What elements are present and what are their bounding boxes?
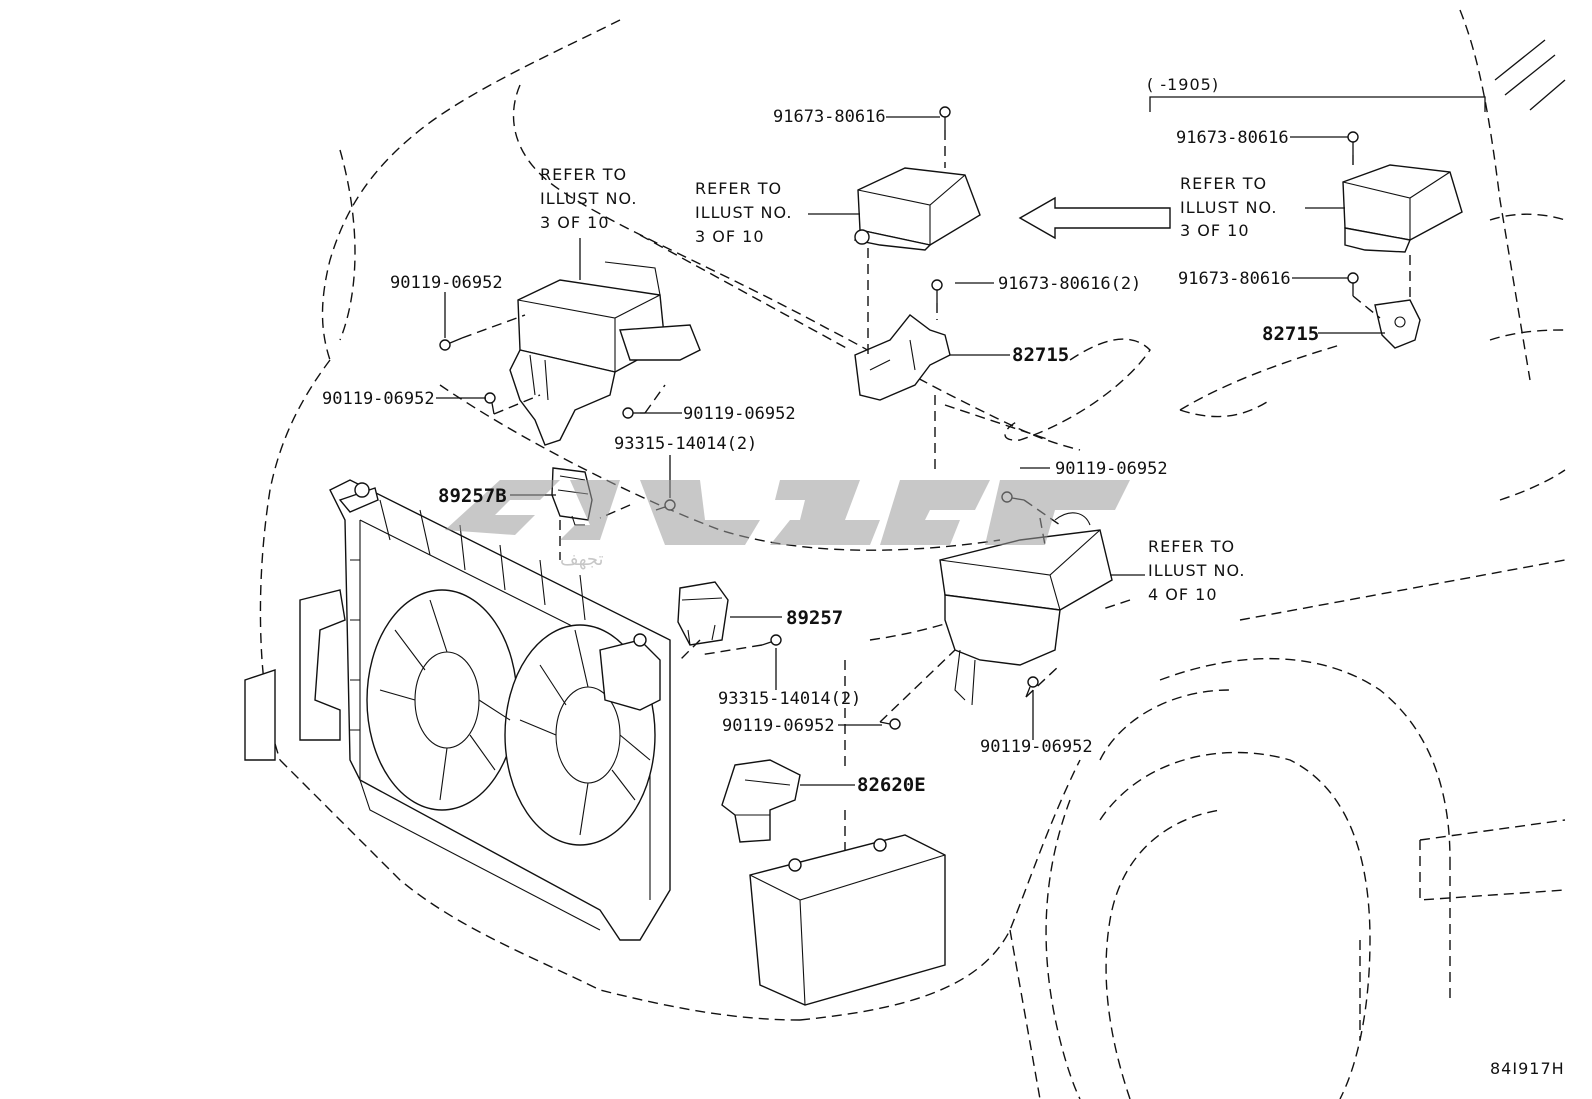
diagram-id: 84I917H	[1490, 1059, 1565, 1078]
range-note: ( -1905)	[1147, 75, 1219, 94]
part-label-82715-center: 82715	[1012, 344, 1069, 366]
part-label-91673-80616-2: 91673-80616(2)	[998, 274, 1141, 294]
radiator-fan-assembly	[244, 479, 671, 941]
relay-89257	[677, 581, 729, 646]
junction-block-left	[509, 261, 701, 446]
part-label-82715-inset: 82715	[1262, 323, 1319, 345]
part-label-91673-80616-inset-top: 91673-80616	[1176, 128, 1289, 148]
fuse-box-cover-center	[853, 167, 981, 251]
part-label-89257b: 89257B	[438, 485, 507, 507]
part-label-89257: 89257	[786, 607, 843, 629]
refer-note-2-line-1: REFER TO	[695, 179, 782, 198]
replacement-arrow	[1018, 196, 1171, 240]
install-lines	[461, 130, 1411, 850]
range-bracket	[1149, 96, 1486, 112]
refer-note-3-line-2: ILLUST NO.	[1180, 198, 1277, 217]
part-label-93315-14014-a: 93315-14014(2)	[614, 434, 757, 454]
vehicle-outline	[259, 9, 1566, 1099]
part-label-90119-06952-c: 90119-06952	[683, 404, 796, 424]
part-label-90119-06952-b: 90119-06952	[322, 389, 435, 409]
watermark-text: ﺗﺠﻬﻒ	[560, 549, 604, 570]
refer-note-3-line-3: 3 OF 10	[1180, 221, 1250, 240]
labels: ( -1905) REFER TO ILLUST NO. 3 OF 10 REF…	[322, 75, 1565, 1078]
refer-note-4-line-2: ILLUST NO.	[1148, 561, 1245, 580]
refer-note-2-line-3: 3 OF 10	[695, 227, 765, 246]
part-label-90119-06952-a: 90119-06952	[390, 273, 503, 293]
battery	[749, 834, 946, 1006]
part-label-90119-06952-d: 90119-06952	[1055, 459, 1168, 479]
part-label-90119-06952-f: 90119-06952	[980, 737, 1093, 757]
refer-note-2-line-2: ILLUST NO.	[695, 203, 792, 222]
refer-note-3-line-1: REFER TO	[1180, 174, 1267, 193]
part-label-90119-06952-e: 90119-06952	[722, 716, 835, 736]
relay-82620e	[721, 759, 801, 843]
fuse-box-cover-inset	[1342, 164, 1463, 253]
part-label-91673-80616-top: 91673-80616	[773, 107, 886, 127]
refer-note-4-line-1: REFER TO	[1148, 537, 1235, 556]
watermark-logo: ﺗﺠﻬﻒ	[445, 480, 1130, 570]
bracket-82715-inset	[1374, 299, 1421, 349]
leader-lines	[436, 116, 1385, 786]
part-label-93315-14014-b: 93315-14014(2)	[718, 689, 861, 709]
part-label-91673-80616-inset-bottom: 91673-80616	[1178, 269, 1291, 289]
part-label-82620e: 82620E	[857, 774, 926, 796]
refer-note-4-line-3: 4 OF 10	[1148, 585, 1218, 604]
refer-note-1-line-1: REFER TO	[540, 165, 627, 184]
refer-note-1-line-3: 3 OF 10	[540, 213, 610, 232]
refer-note-1-line-2: ILLUST NO.	[540, 189, 637, 208]
